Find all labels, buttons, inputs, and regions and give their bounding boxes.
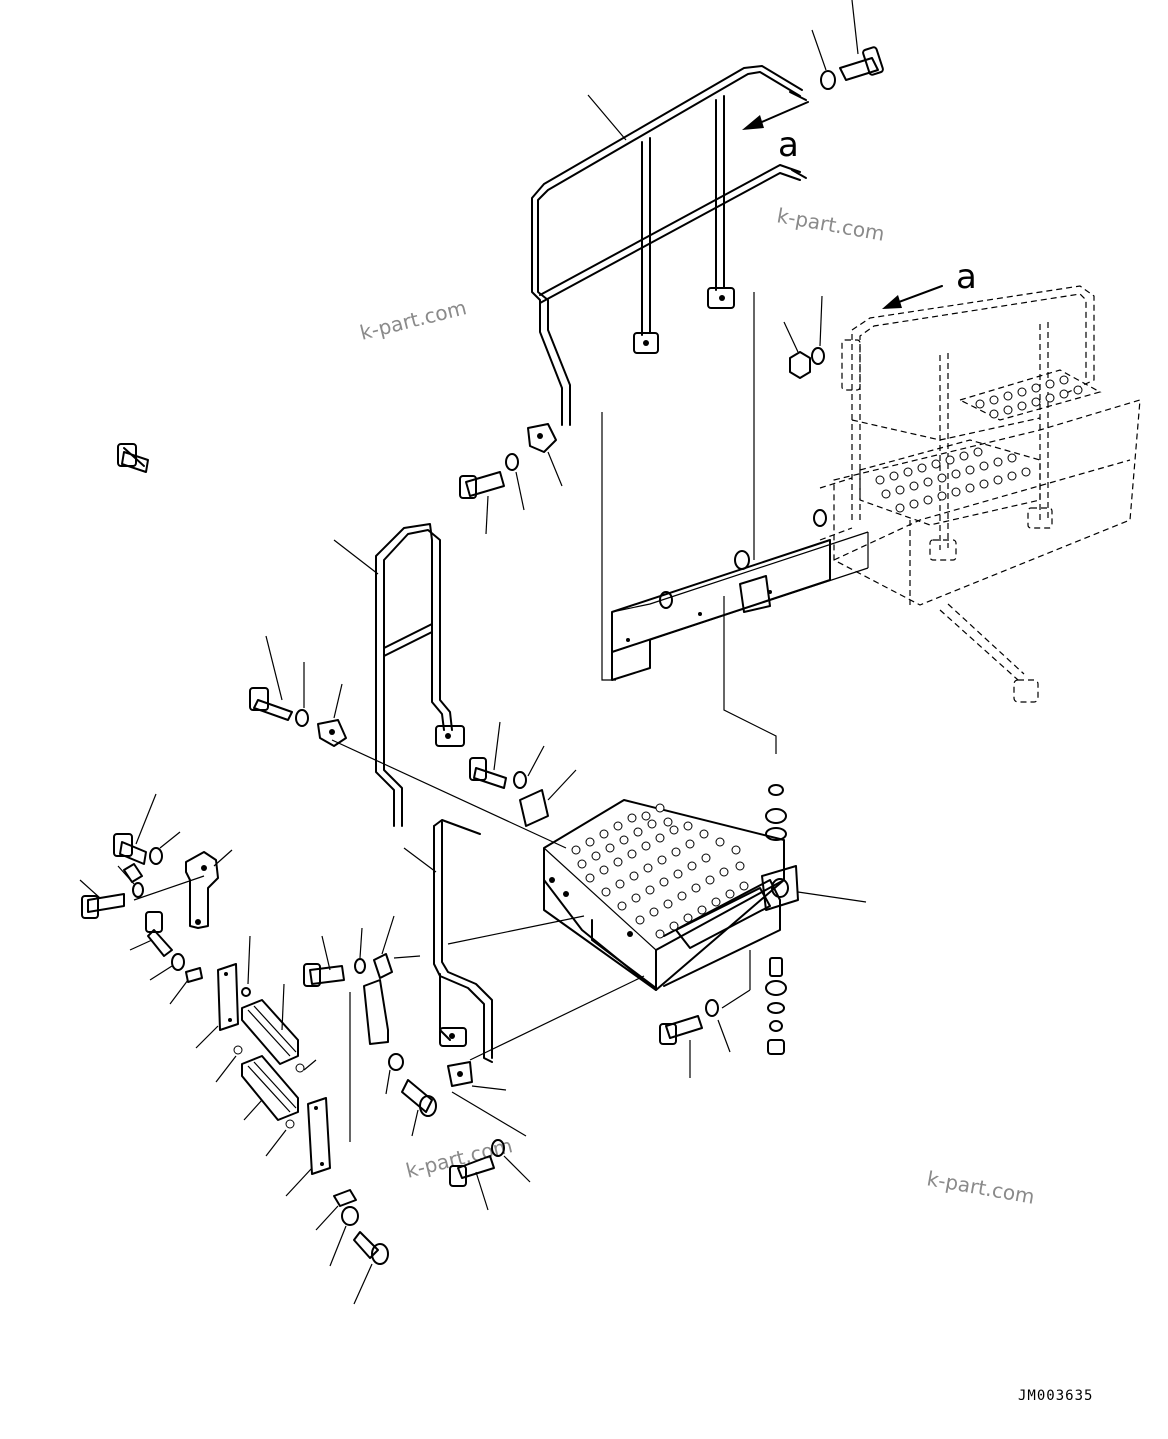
callout-a-upper: a [742,101,809,165]
nut-washer-right [783,295,825,379]
step-box [447,799,867,1061]
right-platform-assembly [819,285,1141,703]
bolt-step-box-bottom [659,999,731,1078]
middle-handrail [249,523,577,849]
frame-beam [601,292,869,754]
platform-grate [859,369,1102,526]
watermark-2: k-part.com [775,203,886,246]
upper-handrail [531,65,807,426]
bolt-top-right [811,0,884,90]
lower-handrail [403,819,527,1137]
center-left-bracket [303,915,437,1142]
drawing-code: JM003635 [1018,1388,1093,1404]
bolt-lower-middle [449,1139,531,1211]
callout-a-upper-label: a [778,125,799,165]
lower-left-steps [79,443,389,1305]
callout-a-lower-label: a [956,257,977,297]
upper-rail-bracket [459,423,563,535]
watermark-4: k-part.com [925,1166,1036,1209]
step-box-grate [571,803,749,939]
mount-stack [721,784,787,1055]
watermark-1: k-part.com [357,295,468,345]
right-platform-holes [875,375,1083,513]
callout-a-lower: a [882,257,977,309]
